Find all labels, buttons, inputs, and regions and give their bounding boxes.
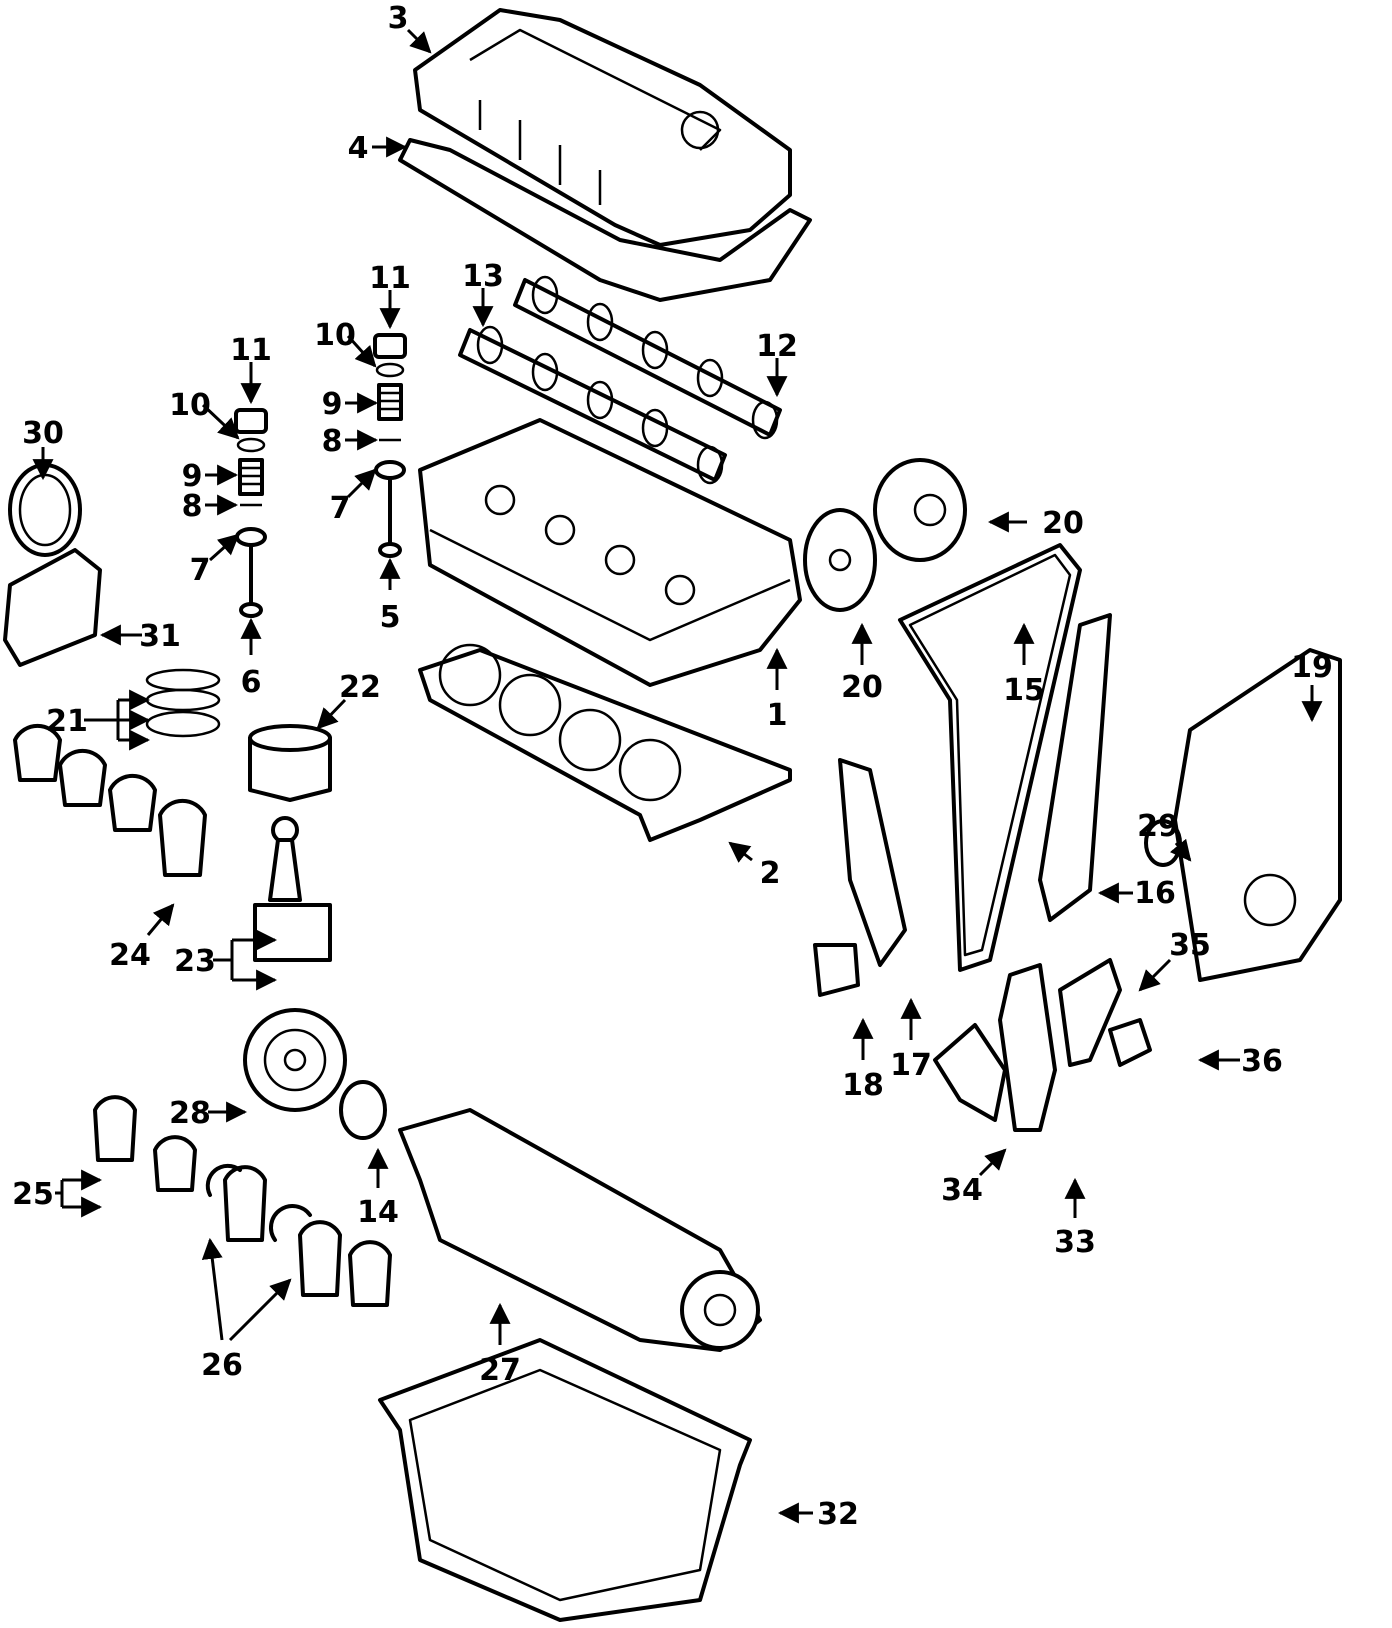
callout-16: 16 <box>1134 876 1176 911</box>
oil-pump-tensioner <box>1108 1018 1152 1067</box>
valve-assembly-left <box>234 408 268 618</box>
oil-pump-chain-guide <box>933 1023 1007 1122</box>
callout-10-center: 10 <box>314 318 356 353</box>
callout-24: 24 <box>109 938 151 973</box>
thrust-washers <box>205 1163 312 1242</box>
chain-guide <box>1038 613 1112 922</box>
oil-pump-chain <box>998 963 1057 1132</box>
callout-11-left: 11 <box>230 333 272 368</box>
callout-14: 14 <box>357 1195 399 1230</box>
callout-2: 2 <box>760 856 781 891</box>
camshaft-exhaust <box>513 275 782 440</box>
chain-tensioner <box>813 943 860 997</box>
seal-retainer <box>3 548 102 667</box>
callout-15: 15 <box>1003 673 1045 708</box>
callout-20-bottom: 20 <box>841 670 883 705</box>
callout-5: 5 <box>380 600 401 635</box>
callout-20-top: 20 <box>1042 506 1084 541</box>
callout-34: 34 <box>941 1173 983 1208</box>
cam-sprocket-right <box>873 458 967 562</box>
oil-pump-tensioner-arm <box>1058 958 1122 1067</box>
crank-pulley <box>243 1008 347 1112</box>
callout-21: 21 <box>46 704 88 739</box>
callout-4: 4 <box>348 131 369 166</box>
crank-sprocket <box>339 1080 387 1140</box>
callout-26: 26 <box>201 1348 243 1383</box>
callout-10-left: 10 <box>169 388 211 423</box>
callout-18: 18 <box>842 1068 884 1103</box>
callout-33: 33 <box>1054 1225 1096 1260</box>
crankshaft <box>398 1108 762 1352</box>
callout-17: 17 <box>890 1048 932 1083</box>
piston-rings <box>145 668 221 738</box>
callout-12: 12 <box>756 329 798 364</box>
valve-assembly-center <box>373 333 407 558</box>
callout-25: 25 <box>12 1177 54 1212</box>
tensioner-arm <box>838 758 907 967</box>
callout-13: 13 <box>462 259 504 294</box>
oil-pan <box>378 1338 752 1622</box>
callout-23: 23 <box>174 944 216 979</box>
callout-labels: 1 2 3 4 5 6 7 7 8 8 9 9 10 10 11 11 12 1… <box>12 1 1333 1532</box>
head-gasket <box>418 643 792 842</box>
piston <box>248 724 332 802</box>
callout-9-left: 9 <box>182 459 203 494</box>
callout-9-center: 9 <box>322 387 343 422</box>
callout-22: 22 <box>339 670 381 705</box>
callout-8-center: 8 <box>322 424 343 459</box>
valve-cover-gasket <box>398 138 812 302</box>
valve-cover <box>413 8 792 247</box>
rod-bearings <box>13 723 207 877</box>
callout-19: 19 <box>1291 650 1333 685</box>
callout-7-left: 7 <box>190 553 211 588</box>
callout-30: 30 <box>22 416 64 451</box>
callout-6: 6 <box>241 665 262 700</box>
callout-1: 1 <box>767 698 788 733</box>
rear-main-seal <box>8 463 82 557</box>
callout-8-left: 8 <box>182 489 203 524</box>
callout-7-center: 7 <box>330 491 351 526</box>
cam-sprocket-left <box>803 508 877 612</box>
callout-32: 32 <box>817 1497 859 1532</box>
callout-29: 29 <box>1137 809 1179 844</box>
callout-35: 35 <box>1169 928 1211 963</box>
cylinder-head <box>418 418 802 687</box>
callout-11-center: 11 <box>369 261 411 296</box>
callout-3: 3 <box>388 1 409 36</box>
callout-27: 27 <box>479 1353 521 1388</box>
callout-28: 28 <box>169 1096 211 1131</box>
callout-36: 36 <box>1241 1044 1283 1079</box>
callout-31: 31 <box>139 619 181 654</box>
main-bearings <box>93 1095 392 1307</box>
leader-lines <box>32 28 1323 1524</box>
timing-chain <box>898 543 1082 972</box>
